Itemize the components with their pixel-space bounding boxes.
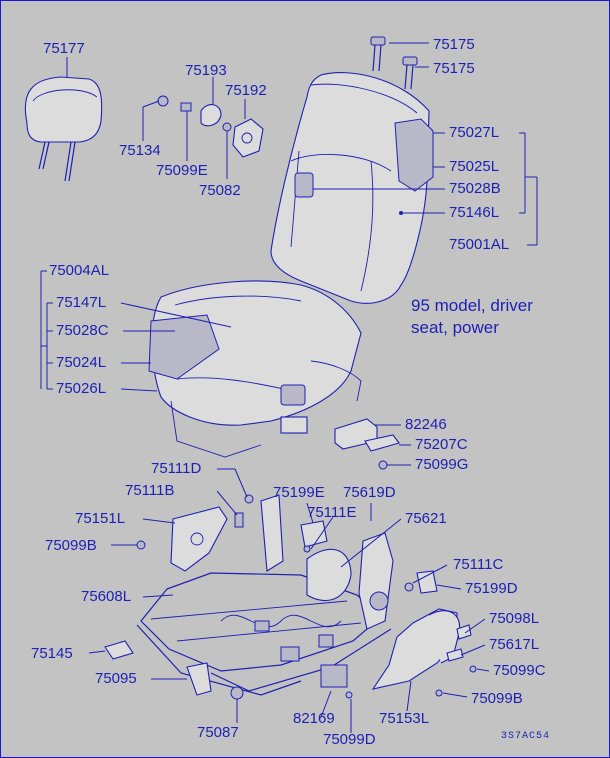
part-label-75177[interactable]: 75177: [43, 40, 85, 57]
part-label-75146L[interactable]: 75146L: [449, 204, 500, 221]
part-label-75145[interactable]: 75145: [31, 645, 73, 662]
part-label-75026L[interactable]: 75026L: [56, 380, 107, 397]
part-label-75147L[interactable]: 75147L: [56, 294, 107, 311]
part-label-75175-lower[interactable]: 75175: [433, 60, 475, 77]
part-label-75617L[interactable]: 75617L: [489, 636, 540, 653]
part-label-75082[interactable]: 75082: [199, 182, 241, 199]
part-label-75099E-headrest[interactable]: 75099E: [156, 162, 208, 179]
part-label-82246[interactable]: 82246: [405, 416, 447, 433]
cover-plate-drawing: [334, 418, 400, 470]
part-label-75151L[interactable]: 75151L: [75, 510, 126, 527]
part-label-75207C[interactable]: 75207C: [415, 436, 468, 453]
headrest-guide-drawing: [370, 36, 418, 90]
part-label-75098L[interactable]: 75098L: [489, 610, 540, 627]
part-label-75619D[interactable]: 75619D: [343, 484, 396, 501]
part-label-75025L[interactable]: 75025L: [449, 158, 500, 175]
part-label-75099B-right[interactable]: 75099B: [471, 690, 523, 707]
headrest-drawing: [24, 76, 103, 182]
part-label-75134[interactable]: 75134: [119, 142, 161, 159]
seat-frame-drawing: [104, 494, 438, 700]
part-label-75099B-left[interactable]: 75099B: [45, 537, 97, 554]
seat-back-drawing: [270, 72, 434, 304]
knob-parts-drawing: [157, 95, 264, 158]
part-label-75175-upper[interactable]: 75175: [433, 36, 475, 53]
part-label-75024L[interactable]: 75024L: [56, 354, 107, 371]
part-label-75111C[interactable]: 75111C: [453, 556, 504, 573]
part-label-75199D[interactable]: 75199D: [465, 580, 518, 597]
seat-cushion-drawing: [148, 280, 362, 458]
part-label-75099G[interactable]: 75099G: [415, 456, 469, 473]
side-cover-drawing: [345, 608, 477, 699]
part-label-75028C[interactable]: 75028C: [56, 322, 109, 339]
model-note-line1: 95 model, driver: [411, 296, 533, 315]
leader-lines: [40, 42, 538, 733]
part-label-75192[interactable]: 75192: [225, 82, 267, 99]
part-label-75028B[interactable]: 75028B: [449, 180, 501, 197]
part-label-75004AL[interactable]: 75004AL: [49, 262, 110, 279]
part-label-82169[interactable]: 82169: [293, 710, 335, 727]
part-label-75095[interactable]: 75095: [95, 670, 137, 687]
part-label-75608L[interactable]: 75608L: [81, 588, 132, 605]
part-label-75099C[interactable]: 75099C: [493, 662, 546, 679]
part-label-75111E[interactable]: 75111E: [307, 504, 357, 521]
part-label-75087[interactable]: 75087: [197, 724, 239, 741]
part-label-75621[interactable]: 75621: [405, 510, 447, 527]
part-label-75001AL[interactable]: 75001AL: [449, 236, 510, 253]
part-label-75153L[interactable]: 75153L: [379, 710, 430, 727]
part-label-75027L[interactable]: 75027L: [449, 124, 500, 141]
part-label-75193[interactable]: 75193: [185, 62, 227, 79]
part-label-75111D[interactable]: 75111D: [151, 460, 202, 477]
model-note: 95 model, driver seat, power: [411, 295, 533, 339]
drawing-code: 3S7AC54: [501, 731, 551, 742]
model-note-line2: seat, power: [411, 318, 499, 337]
part-label-75199E[interactable]: 75199E: [273, 484, 325, 501]
part-label-75099D[interactable]: 75099D: [323, 731, 376, 748]
part-label-75111B[interactable]: 75111B: [125, 482, 175, 499]
